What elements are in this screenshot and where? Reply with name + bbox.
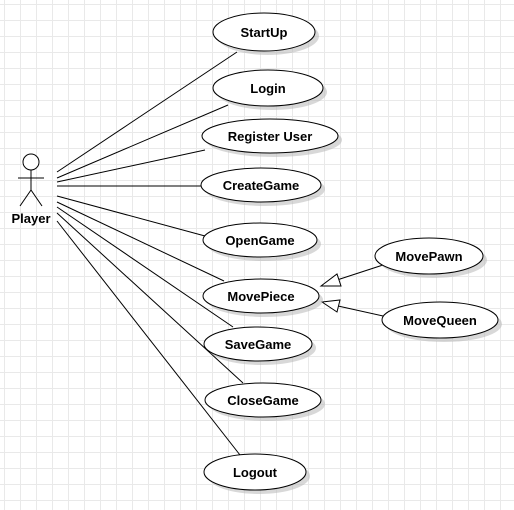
association-open-game[interactable] (56, 195, 206, 237)
use-case-move-queen[interactable]: MoveQueen (381, 301, 502, 342)
use-case-move-piece[interactable]: MovePiece (202, 278, 323, 317)
use-case-label: SaveGame (225, 337, 292, 352)
association-lines (56, 51, 244, 456)
use-case-label: OpenGame (225, 233, 294, 248)
use-case-label: MovePawn (395, 249, 462, 264)
association-close-game[interactable] (56, 212, 244, 384)
association-save-game[interactable] (56, 206, 234, 328)
use-case-register-user[interactable]: Register User (201, 118, 342, 157)
generalization-move-pawn-arrowhead (319, 273, 342, 287)
association-logout[interactable] (56, 220, 241, 456)
association-startup[interactable] (56, 51, 238, 173)
generalization-move-pawn-line[interactable] (336, 264, 384, 281)
use-case-label: CreateGame (223, 178, 300, 193)
use-case-label: Logout (233, 465, 278, 480)
stick-figure-icon (18, 153, 44, 207)
use-case-label: StartUp (241, 25, 288, 40)
association-login[interactable] (56, 104, 229, 179)
use-case-login[interactable]: Login (212, 69, 327, 110)
use-case-startup[interactable]: StartUp (212, 12, 319, 55)
use-case-move-pawn[interactable]: MovePawn (374, 237, 487, 278)
association-move-piece[interactable] (56, 201, 225, 282)
use-case-close-game[interactable]: CloseGame (204, 382, 325, 421)
use-case-save-game[interactable]: SaveGame (203, 326, 316, 365)
generalization-move-queen-line[interactable] (337, 305, 384, 317)
use-case-create-game[interactable]: CreateGame (200, 167, 325, 206)
association-register-user[interactable] (56, 149, 206, 183)
actor-player[interactable]: Player (11, 153, 51, 226)
generalization-lines (319, 264, 384, 317)
use-case-label: CloseGame (227, 393, 299, 408)
use-case-label: MoveQueen (403, 313, 477, 328)
use-case-open-game[interactable]: OpenGame (202, 222, 321, 261)
use-case-logout[interactable]: Logout (203, 453, 310, 494)
actor-label: Player (11, 211, 50, 226)
use-case-label: MovePiece (227, 289, 294, 304)
use-case-label: Register User (228, 129, 313, 144)
generalization-move-queen-arrowhead (320, 299, 341, 313)
use-case-label: Login (250, 81, 285, 96)
